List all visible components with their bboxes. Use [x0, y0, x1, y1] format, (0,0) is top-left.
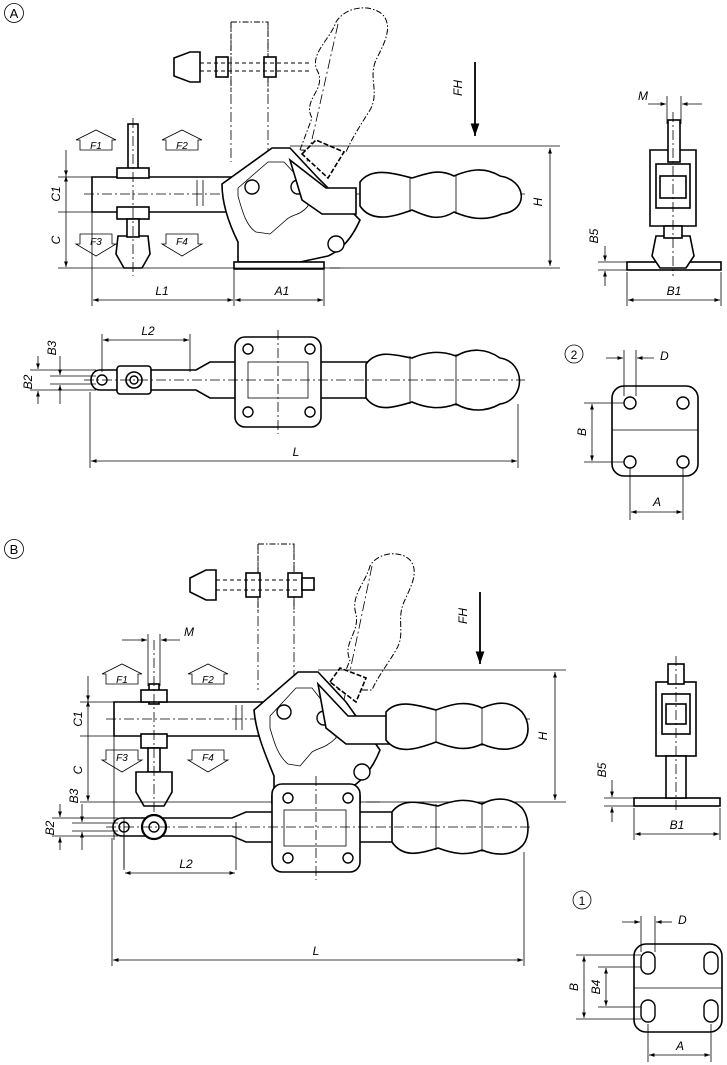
dim-b5-b: B5 — [595, 762, 609, 777]
dim-d: D — [660, 349, 669, 363]
svg-text:F3: F3 — [116, 753, 128, 764]
ghost-spindle-pad — [173, 51, 201, 83]
dim-l2: L2 — [141, 324, 155, 338]
force-arrow-f2-b: F2 — [187, 663, 229, 686]
dim-b1: B1 — [667, 284, 682, 298]
dim-m: M — [638, 89, 648, 103]
dim-a-b: A — [675, 1039, 684, 1053]
ghost-nut — [215, 56, 229, 78]
dim-b3: B3 — [45, 340, 59, 355]
handle-grip-b — [385, 702, 529, 751]
dim-b1-b: B1 — [670, 818, 685, 832]
base-detail-1: 1 D B B4 A — [567, 890, 723, 1062]
dim-c1: C1 — [49, 186, 63, 201]
force-arrow-f1: F1 — [75, 129, 117, 152]
view-a: A — [4, 3, 722, 520]
dim-c-b: C — [71, 765, 85, 774]
dim-b2: B2 — [21, 374, 35, 389]
force-arrow-f4: F4 — [160, 233, 204, 257]
side-view-b: F1 F2 F3 F4 M FH — [71, 543, 566, 840]
fh-label-b: FH — [456, 608, 470, 624]
dim-l1: L1 — [155, 284, 168, 298]
force-arrow-f3: F3 — [74, 233, 118, 257]
dim-b3-b: B3 — [67, 788, 81, 803]
svg-text:F3: F3 — [90, 237, 102, 248]
svg-text:F2: F2 — [176, 141, 188, 152]
front-spindle — [667, 119, 681, 163]
dim-d-b: D — [678, 913, 687, 927]
dim-c1-b: C1 — [71, 711, 85, 726]
dim-l2-b: L2 — [179, 857, 193, 871]
dim-m-b: M — [184, 625, 194, 639]
base-plate — [233, 261, 325, 270]
svg-text:F4: F4 — [202, 753, 214, 764]
handle-grip — [359, 169, 523, 220]
front-view-b: B5 B1 — [595, 656, 721, 840]
detail-marker-1: 1 — [579, 894, 586, 908]
dim-b4: B4 — [589, 979, 603, 994]
dim-h-b: H — [536, 731, 550, 740]
svg-text:F1: F1 — [116, 675, 128, 686]
force-arrow-f2: F2 — [161, 129, 203, 152]
dim-l-b: L — [313, 944, 320, 958]
svg-text:F1: F1 — [90, 141, 102, 152]
force-arrow-f3-b: F3 — [100, 749, 144, 773]
dim-b-detail: B — [567, 983, 581, 991]
view-marker-circle — [4, 3, 24, 23]
clamp-arm — [91, 176, 239, 213]
dim-b5: B5 — [587, 228, 601, 243]
open-handle-ghost-b — [337, 553, 415, 691]
top-view-b: L2 B3 B2 L — [43, 776, 530, 966]
svg-text:F4: F4 — [176, 237, 188, 248]
handle-ghost-neck — [300, 139, 346, 180]
dim-b2-b: B2 — [43, 820, 57, 835]
dim-b: B — [575, 428, 589, 436]
top-handle-grip — [365, 349, 521, 411]
dim-a1: A1 — [274, 284, 290, 298]
handle-lever — [288, 157, 357, 215]
top-view: L2 B3 B2 L — [21, 324, 525, 468]
force-arrow-f1-b: F1 — [101, 663, 143, 686]
view-marker-label-b: B — [10, 542, 19, 557]
force-arrow-f4-b: F4 — [186, 749, 230, 773]
detail-marker-2: 2 — [571, 348, 578, 362]
base-detail-2: 2 D B A — [564, 344, 699, 520]
svg-text:F2: F2 — [202, 675, 214, 686]
side-view: F1 F2 F3 F4 FH H — [49, 7, 560, 306]
dim-l: L — [293, 445, 300, 459]
fh-label: FH — [451, 80, 465, 96]
dim-c: C — [49, 235, 63, 244]
view-marker-label: A — [10, 6, 19, 21]
front-view: M B5 B1 — [587, 89, 722, 306]
view-b: B — [4, 539, 723, 1062]
clamp-body — [221, 147, 361, 263]
open-handle-ghost — [299, 7, 388, 153]
open-arm-ghost — [230, 21, 269, 92]
ghost-nut-2 — [263, 56, 277, 78]
dim-a: A — [652, 495, 661, 509]
dim-h: H — [531, 197, 545, 206]
